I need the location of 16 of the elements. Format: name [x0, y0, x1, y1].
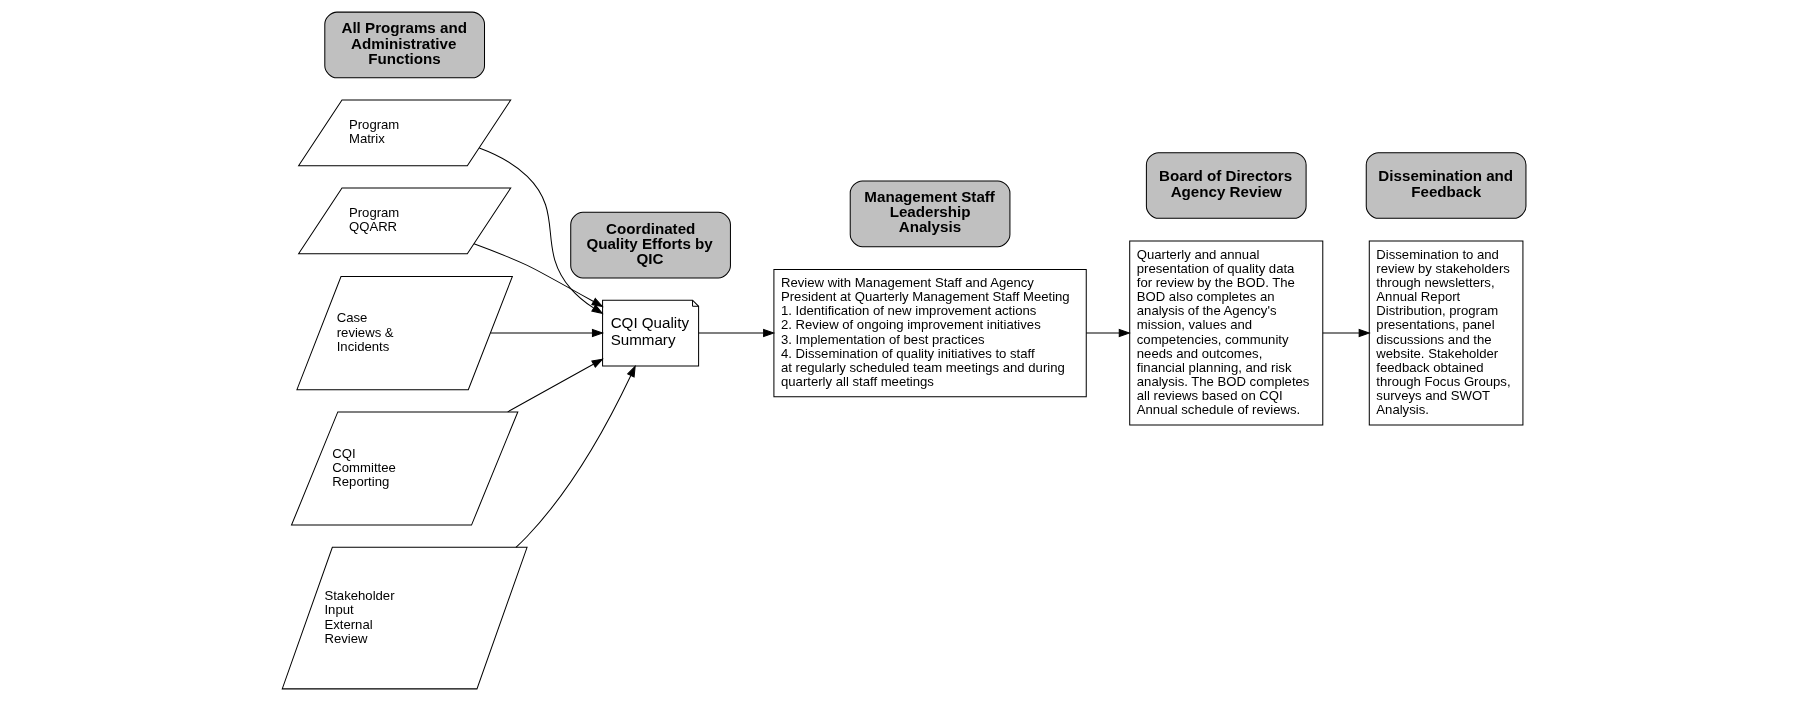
arrow [506, 358, 604, 413]
arrow [478, 147, 604, 315]
node-box: Review with Management Staff and Agency President at Quarterly Management Staff Meeting 1. Identification of new improvement actions 2. Review of ongoing improvement initiatives 3. Implementation of best practices 4. Dissemination of quality initiatives to staff at regularly scheduled team meetings and during quarterly all staff meetings [772, 268, 1087, 398]
arrow [1085, 328, 1131, 338]
node-box: Dissemination and Feedback [1365, 152, 1526, 219]
arrow [472, 243, 604, 308]
arrow [489, 328, 604, 338]
node-box: All Programs and Administrative Functions [323, 11, 485, 79]
node-box: Board of Directors Agency Review [1145, 152, 1307, 219]
arrow [697, 328, 775, 338]
arrow [514, 364, 636, 548]
node-box: Management Staff Leadership Analysis [849, 180, 1010, 248]
node-box: Quarterly and annual presentation of quality data for review by the BOD. The BOD also completes an analysis of the Agency's mission, values and competencies, community needs and outcomes, financial planning, and risk analysis. The BOD completes all reviews based on CQI Annual schedule of reviews. [1128, 240, 1323, 426]
arrow [1321, 328, 1371, 338]
node-box: Coordinated Quality Efforts by QIC [569, 211, 731, 279]
node-box: Dissemination to and review by stakeholders through newsletters, Annual Report Distribution, program presentations, panel discussions and the website. Stakeholder feedback obtained through Focus Groups, surveys and SWOT Analysis. [1368, 240, 1523, 426]
